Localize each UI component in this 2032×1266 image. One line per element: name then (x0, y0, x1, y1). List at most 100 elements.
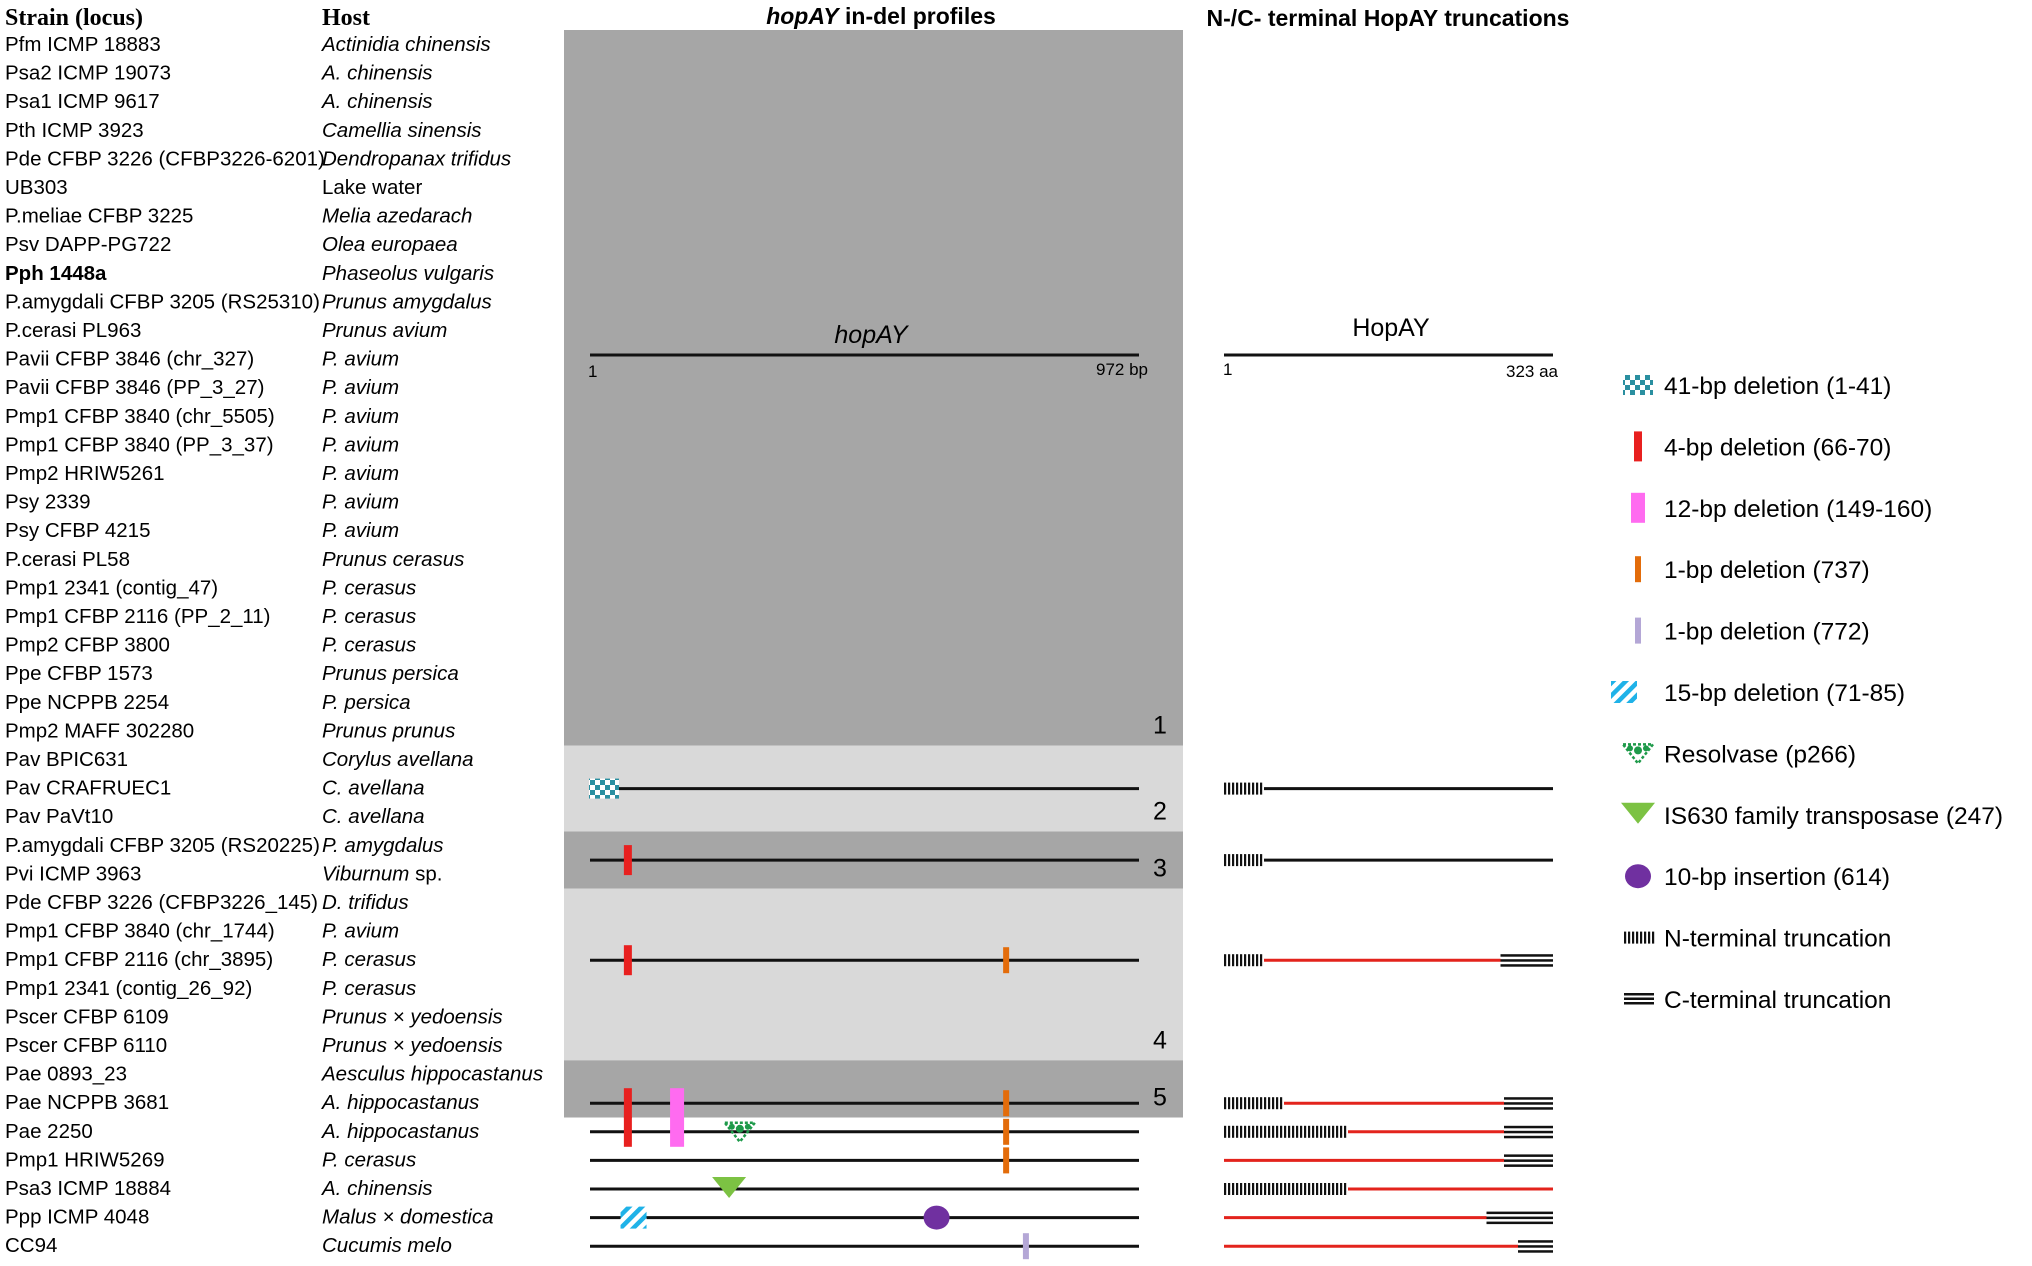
n-terminal-tick (1228, 782, 1231, 795)
legend: 41-bp deletion (1-41)4-bp deletion (66-7… (1611, 373, 2003, 1014)
resolvase-dot (744, 1123, 751, 1130)
deletion-4bp-marker (623, 845, 632, 876)
n-terminal-tick (1248, 954, 1251, 967)
n-terminal-tick (1260, 954, 1263, 967)
n-terminal-tick (1304, 1183, 1307, 1195)
n-terminal-tick (1240, 1125, 1243, 1138)
n-terminal-tick (1296, 1183, 1299, 1195)
strain-name: Pmp1 CFBP 3840 (PP_3_37) (5, 433, 274, 456)
c-terminal-truncation (1504, 1154, 1553, 1167)
truncations-column-header: N-/C- terminal HopAY truncations (1207, 5, 1570, 31)
strain-name: Pde CFBP 3226 (CFBP3226_145) (5, 891, 318, 914)
profiles-header-gene: hopAY (766, 3, 841, 29)
c-terminal-truncation (1518, 1240, 1553, 1253)
strain-name: Pvi ICMP 3963 (5, 862, 141, 885)
gene-scale: hopAY 1 972 bp (588, 321, 1148, 381)
legend-label: 10-bp insertion (614) (1664, 864, 1890, 891)
strain-name: Psa3 ICMP 18884 (5, 1177, 171, 1200)
protein-scale: HopAY 1 323 aa (1223, 314, 1559, 381)
n-terminal-tick (1296, 1125, 1299, 1138)
n-terminal-truncation-icon (1624, 931, 1655, 944)
strain-name: Pav CRAFRUEC1 (5, 777, 171, 800)
n-terminal-tick (1272, 1183, 1275, 1195)
n-terminal-tick (1268, 1183, 1271, 1195)
n-terminal-tick (1264, 1183, 1267, 1195)
n-terminal-tick (1276, 1183, 1279, 1195)
group-number-4: 4 (1153, 1026, 1167, 1054)
c-terminal-line (1518, 1250, 1553, 1253)
n-terminal-tick (1228, 1183, 1231, 1195)
gene-scale-start: 1 (588, 362, 597, 381)
legend-label: 12-bp deletion (149-160) (1664, 496, 1932, 523)
deletion-1bp-772-marker (1635, 617, 1641, 644)
c-terminal-line (1624, 993, 1654, 996)
host-name: D. trifidus (322, 891, 409, 914)
host-name: P. avium (322, 433, 399, 456)
resolvase-dot (1634, 746, 1642, 755)
c-terminal-truncation (1504, 1097, 1553, 1110)
n-terminal-tick (1332, 1125, 1335, 1138)
host-name: Prunus avium (322, 319, 447, 342)
n-terminal-tick (1224, 1125, 1227, 1138)
strain-name: Pae NCPPB 3681 (5, 1091, 169, 1114)
strain-name: Pavii CFBP 3846 (PP_3_27) (5, 376, 264, 399)
strain-name: P.amygdali CFBP 3205 (RS20225) (5, 834, 320, 857)
host-name: P. cerasus (322, 1148, 416, 1171)
strain-name: CC94 (5, 1234, 57, 1257)
c-terminal-line (1500, 964, 1553, 967)
c-terminal-line (1504, 1130, 1553, 1134)
n-terminal-tick (1320, 1125, 1323, 1138)
deletion-1bp-737-marker (1003, 1147, 1010, 1174)
c-terminal-line (1504, 1102, 1553, 1105)
host-name: A. chinensis (320, 1177, 433, 1200)
n-terminal-tick (1252, 782, 1255, 795)
n-terminal-tick (1252, 854, 1255, 867)
n-terminal-tick (1304, 1125, 1307, 1138)
n-terminal-truncation (1224, 854, 1263, 867)
host-name: A. hippocastanus (320, 1120, 479, 1143)
n-terminal-tick (1340, 1125, 1343, 1138)
resolvase-dot (735, 1124, 744, 1133)
c-terminal-line (1504, 1164, 1553, 1167)
strain-name: Pav PaVt10 (5, 805, 113, 828)
n-terminal-tick (1280, 1125, 1283, 1138)
n-terminal-tick (1316, 1125, 1319, 1138)
deletion-1bp-737-marker (1635, 556, 1641, 583)
deletion-4bp-marker (623, 1088, 632, 1119)
host-name: Prunus persica (322, 662, 459, 685)
deletion-4bp-marker (1634, 431, 1642, 462)
resolvase-marker (1620, 743, 1656, 766)
n-terminal-tick (1232, 1097, 1235, 1110)
n-terminal-tick (1252, 1097, 1255, 1110)
legend-label: N-terminal truncation (1664, 926, 1891, 953)
resolvase-outline (722, 1121, 758, 1144)
n-terminal-tick (1228, 1125, 1231, 1138)
n-terminal-tick (1628, 931, 1631, 944)
n-terminal-tick (1224, 1183, 1227, 1195)
n-terminal-tick (1244, 1125, 1247, 1138)
n-terminal-tick (1232, 1183, 1235, 1195)
strain-name: Pmp2 HRIW5261 (5, 462, 165, 485)
resolvase-marker (722, 1121, 758, 1144)
strain-column-header: Strain (locus) (5, 5, 143, 31)
protein-scale-end: 323 aa (1506, 362, 1559, 381)
host-name: P. cerasus (322, 576, 416, 599)
n-terminal-tick (1256, 1097, 1259, 1110)
n-terminal-truncation (1224, 1097, 1283, 1110)
host-column-header: Host (322, 5, 370, 31)
n-terminal-tick (1240, 1183, 1243, 1195)
resolvase-dot (1627, 745, 1633, 752)
host-name: P. avium (322, 519, 399, 542)
c-terminal-line (1624, 997, 1654, 1000)
host-name: P. avium (322, 462, 399, 485)
n-terminal-tick (1252, 1183, 1255, 1195)
n-terminal-tick (1276, 1097, 1279, 1110)
legend-label: 1-bp deletion (772) (1664, 619, 1870, 646)
strain-name: Ppp ICMP 4048 (5, 1206, 149, 1229)
n-terminal-tick (1228, 854, 1231, 867)
n-terminal-tick (1300, 1183, 1303, 1195)
host-name: C. avellana (322, 777, 425, 800)
group-number-1: 1 (1153, 712, 1167, 740)
protein-scale-label: HopAY (1352, 314, 1430, 342)
